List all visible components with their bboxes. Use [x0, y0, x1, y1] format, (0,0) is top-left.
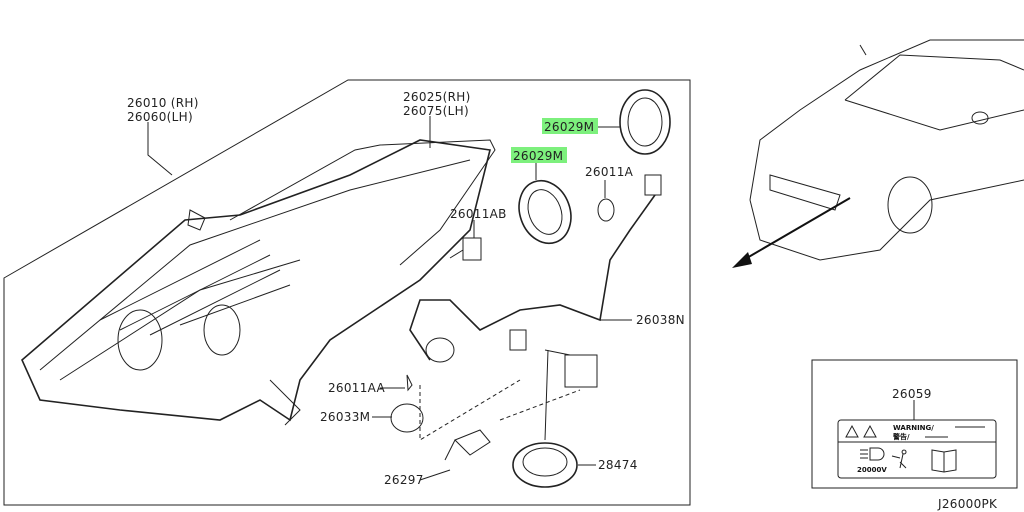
- manual-book-icon: [931, 449, 957, 473]
- assembly-frame: [3, 79, 691, 506]
- label-26011a: 26011A: [585, 165, 634, 179]
- label-26033m: 26033M: [320, 410, 370, 424]
- arrowhead-icon: [732, 252, 752, 268]
- highlight-26029m-upper: [542, 118, 598, 134]
- caution-triangle-icon: [863, 424, 877, 438]
- ballast-28474: [512, 349, 598, 488]
- headlamp-assembly: [21, 139, 491, 426]
- bulb-26011a: [597, 174, 662, 222]
- warning-label-card: [837, 419, 997, 479]
- xenon-bulb: [444, 429, 491, 461]
- warning-text: WARNING/: [893, 424, 934, 432]
- bulb-cap-upper: [619, 89, 671, 155]
- headlamp-icon: [860, 447, 885, 461]
- label-26011aa: 26011AA: [328, 381, 386, 395]
- bulb-cap-lower: [518, 179, 572, 245]
- harness-26038n: [409, 194, 656, 361]
- label-26297: 26297: [384, 473, 424, 487]
- location-arrow: [739, 197, 851, 263]
- label-28474: 28474: [598, 458, 638, 472]
- highlight-26029m-lower: [511, 147, 567, 163]
- label-26029m-lower: 26029M: [513, 149, 563, 163]
- warning-label-inset: [811, 359, 1018, 489]
- label-26011ab: 26011AB: [450, 207, 507, 221]
- harness-connector: [509, 329, 527, 351]
- voltage-text: 20000V: [857, 466, 887, 474]
- bezel-part: [229, 139, 496, 266]
- warning-text-jp: 警告/: [893, 432, 910, 441]
- vehicle-illustration: [749, 39, 1024, 261]
- label-26025-rh: 26025(RH): [403, 90, 471, 104]
- person-hazard-icon: [891, 449, 907, 469]
- harness-socket: [425, 337, 455, 363]
- label-26060-lh: 26060(LH): [127, 110, 193, 124]
- bulb-26011ab: [449, 237, 482, 261]
- seal-ring: [390, 403, 424, 433]
- label-26038n: 26038N: [636, 313, 685, 327]
- diagram-code: J26000PK: [937, 497, 998, 511]
- bulb-26011aa: [406, 374, 413, 392]
- label-26010-rh: 26010 (RH): [127, 96, 199, 110]
- label-26075-lh: 26075(LH): [403, 104, 469, 118]
- label-26029m-upper: 26029M: [544, 120, 594, 134]
- warning-triangle-icon: [845, 424, 859, 438]
- label-26059: 26059: [892, 387, 932, 401]
